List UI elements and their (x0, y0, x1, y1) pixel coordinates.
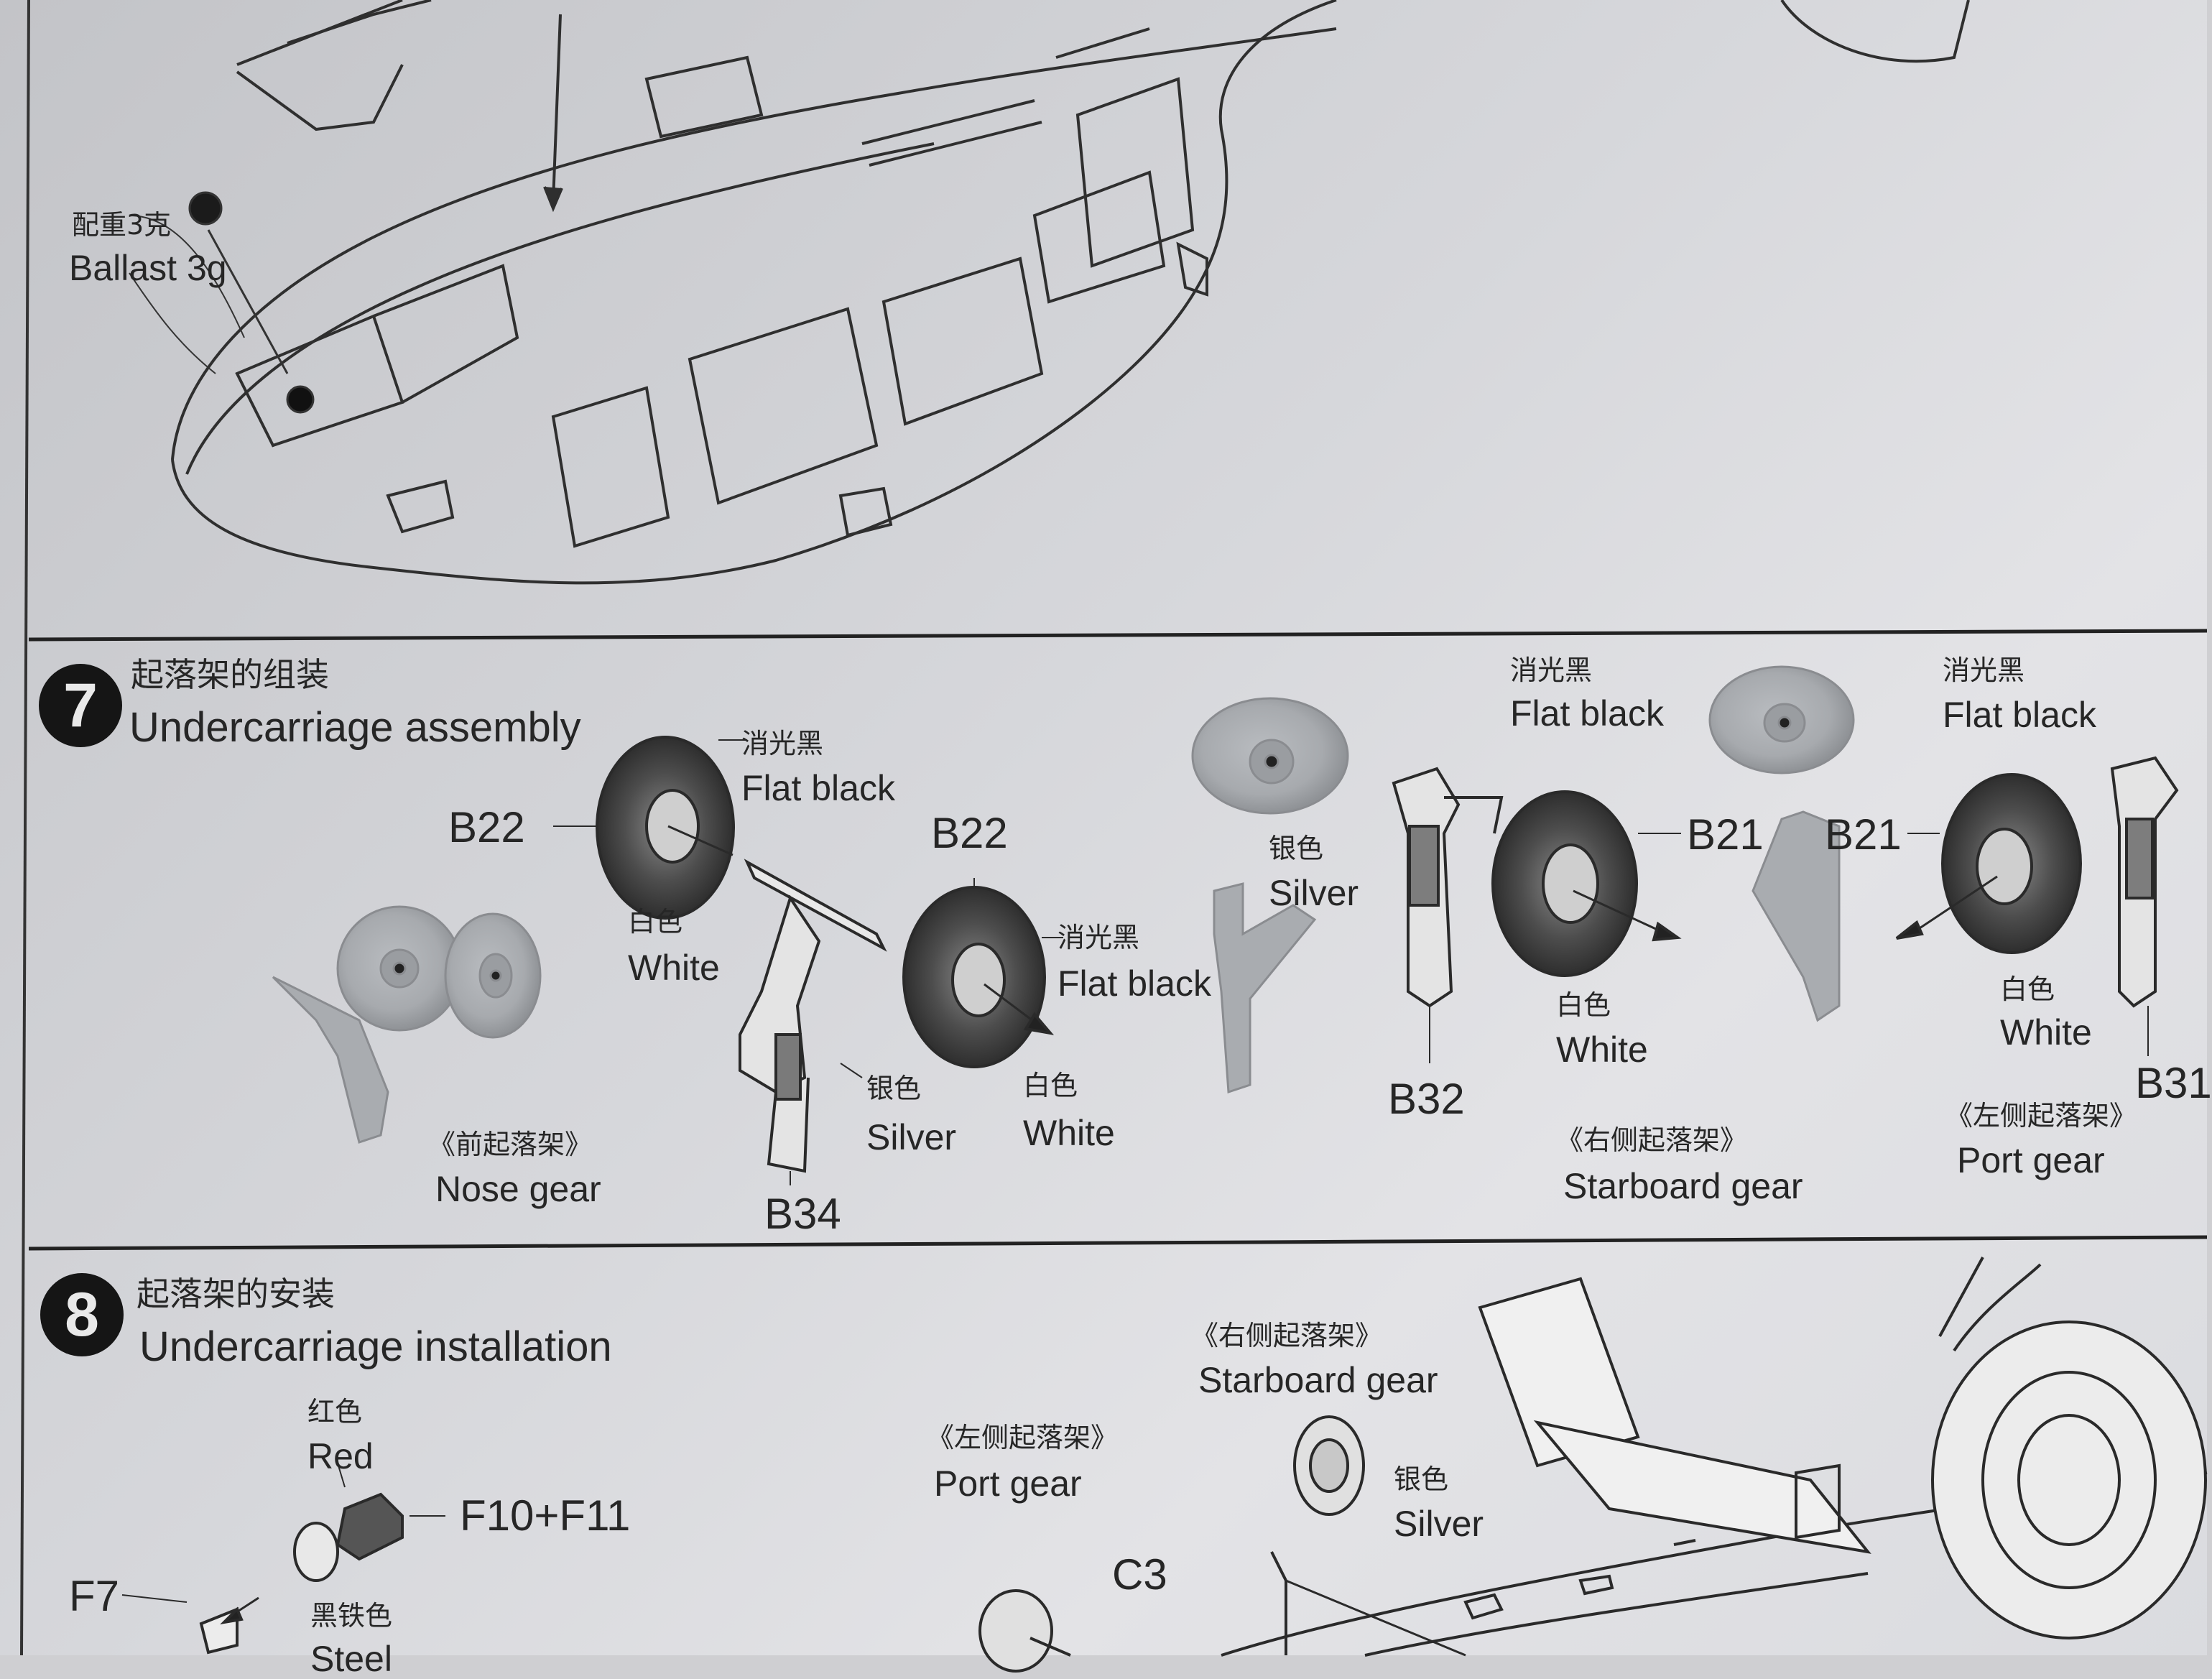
port-gear-drawing (1895, 756, 2179, 1056)
ballast-label-en: Ballast 3g (69, 248, 227, 288)
nose-white2-en: White (1023, 1113, 1115, 1153)
nose-ref-b22-left: B22 (448, 803, 525, 851)
ref-c3: C3 (1112, 1550, 1167, 1599)
nose-ref-b22-right: B22 (931, 809, 1008, 857)
nose-flat-black-zh: 消光黑 (741, 728, 824, 759)
port-gear-caption-en: Port gear (1957, 1140, 2105, 1180)
nose-gear-caption-en: Nose gear (435, 1169, 601, 1209)
steel-en: Steel (310, 1639, 392, 1679)
port-gear-caption-zh: 《左侧起落架》 (1945, 1100, 2137, 1132)
port-flat-black-en: Flat black (1943, 695, 2096, 735)
starboard-gear-caption-zh: 《右侧起落架》 (1556, 1124, 1748, 1156)
nose-flat-black2-zh: 消光黑 (1058, 922, 1140, 953)
step8-starboard-caption-en: Starboard gear (1198, 1360, 1438, 1400)
red-zh: 红色 (307, 1396, 363, 1428)
step-7-number-badge: 7 (39, 664, 122, 747)
port-flat-black-zh: 消光黑 (1943, 655, 2025, 686)
steel-zh: 黑铁色 (310, 1600, 393, 1632)
port-white-en: White (2000, 1012, 2092, 1053)
starboard-gear-caption-en: Starboard gear (1563, 1166, 1803, 1206)
starboard-white-en: White (1556, 1030, 1648, 1070)
ref-f10-f11: F10+F11 (460, 1491, 631, 1540)
nose-flat-black-en: Flat black (741, 768, 895, 808)
port-ref-b31: B31 (2135, 1059, 2212, 1107)
nose-flat-black2-en: Flat black (1058, 963, 1211, 1004)
step8-port-caption-en: Port gear (934, 1463, 1082, 1504)
step-7-title-zh: 起落架的组装 (131, 655, 329, 694)
step8-port-caption-zh: 《左侧起落架》 (927, 1422, 1119, 1453)
nose-silver-zh: 银色 (866, 1073, 922, 1104)
starboard-ref-b21: B21 (1687, 810, 1764, 859)
nose-white2-zh: 白色 (1023, 1070, 1078, 1101)
starboard-white-zh: 白色 (1556, 989, 1611, 1021)
nose-white-zh: 白色 (628, 906, 683, 938)
loose-plastic-parts (272, 665, 1855, 1144)
port-white-zh: 白色 (2000, 973, 2055, 1005)
starboard-flat-black-en: Flat black (1510, 693, 1664, 734)
step8-silver-en: Silver (1394, 1504, 1484, 1544)
step-8-number-badge: 8 (40, 1273, 124, 1356)
nose-white-en: White (628, 948, 720, 988)
nose-gear-drawing (553, 736, 1063, 1185)
installation-drawing (121, 1257, 2208, 1673)
step8-starboard-caption-zh: 《右侧起落架》 (1191, 1320, 1383, 1351)
step8-silver-zh: 银色 (1394, 1463, 1449, 1495)
step-7-title-en: Undercarriage assembly (129, 704, 581, 751)
ref-f7: F7 (69, 1572, 120, 1620)
starboard-flat-black-zh: 消光黑 (1510, 655, 1593, 686)
nose-silver-en: Silver (866, 1117, 957, 1157)
ballast-marker (129, 191, 315, 414)
red-en: Red (307, 1436, 374, 1476)
step-8-title-en: Undercarriage installation (139, 1323, 612, 1370)
nose-ref-b34: B34 (764, 1190, 841, 1238)
helicopter-fuselage-drawing (171, 0, 1970, 585)
starboard-silver-en: Silver (1269, 873, 1359, 913)
port-ref-b21: B21 (1825, 810, 1902, 859)
step-8-title-zh: 起落架的安装 (136, 1275, 335, 1313)
starboard-silver-zh: 银色 (1269, 833, 1324, 864)
nose-gear-caption-zh: 《前起落架》 (428, 1129, 593, 1160)
starboard-gear-drawing (1392, 767, 1682, 1063)
ballast-label-zh: 配重3克 (72, 209, 172, 241)
starboard-ref-b32: B32 (1388, 1075, 1465, 1123)
